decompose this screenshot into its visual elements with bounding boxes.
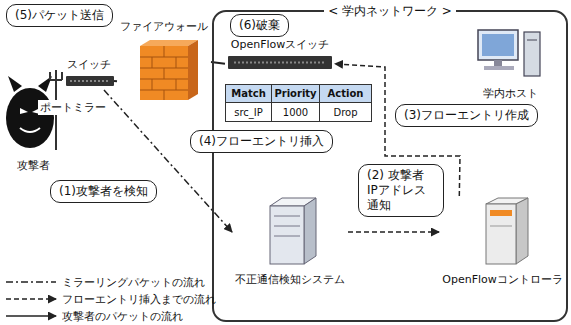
table-cell: 1000 [271, 102, 320, 122]
switch-device [66, 76, 114, 86]
node-label: 不正通信検知システム [234, 273, 346, 286]
node-label: スイッチ [66, 58, 112, 71]
legend-text: ミラーリングパケットの流れ [62, 275, 205, 289]
callout-bubble: (6)破棄 [230, 14, 289, 37]
callout-text: (2) 攻撃者 IPアドレス通知 [367, 168, 426, 212]
port-mirror-label: ポートミラー [38, 100, 108, 115]
callout-text: (4)フローエントリ挿入 [199, 134, 324, 148]
legend-sample [6, 281, 56, 283]
pc-icon [478, 30, 540, 76]
device-node: 攻撃者 [2, 72, 64, 172]
controller-icon [486, 198, 528, 264]
device-node: スイッチ [64, 58, 114, 90]
legend-sample [6, 315, 56, 317]
device-node: ファイアウォール [117, 20, 211, 104]
node-label: 攻撃者 [16, 159, 51, 172]
node-label: OpenFlowコントローラ [441, 273, 564, 286]
connector [114, 80, 117, 82]
device-node: 学内ホスト [468, 26, 552, 100]
legend-text: 攻撃者のパケットの流れ [62, 309, 183, 323]
legend-sample [6, 298, 56, 300]
legend-text: フローエントリ挿入までの流れ [62, 292, 216, 306]
callout-text: (6)破棄 [239, 18, 280, 32]
callout-bubble: (3)フローエントリ作成 [395, 104, 538, 127]
device-node: OpenFlowコントローラ [439, 196, 566, 286]
callout-text: (5)パケット送信 [15, 8, 104, 22]
node-label: ファイアウォール [119, 20, 209, 33]
callout-bubble: (4)フローエントリ挿入 [190, 130, 333, 153]
callout-text: (1)攻撃者を検知 [59, 184, 148, 198]
connector [348, 231, 439, 233]
region-title: < 学内ネットワーク > [324, 4, 456, 18]
table-header-cell: Action [319, 84, 372, 103]
openflow-switch-device [228, 56, 332, 69]
device-node: OpenFlowスイッチ [225, 38, 335, 72]
network-region: < 学内ネットワーク >(6)破棄OpenFlowスイッチ学内ホスト(3)フロー… [212, 10, 568, 322]
table-cell: src_IP [225, 102, 272, 122]
callout-bubble: (1)攻撃者を検知 [50, 180, 157, 203]
table-header-cell: Match [225, 84, 272, 103]
callout-bubble: (5)パケット送信 [6, 4, 113, 27]
firewall-icon [140, 40, 198, 100]
server-icon [270, 198, 316, 264]
node-label: OpenFlowスイッチ [230, 38, 331, 51]
callout-text: (3)フローエントリ作成 [404, 108, 529, 122]
table-header-cell: Priority [271, 84, 320, 103]
node-label: 学内ホスト [482, 87, 539, 100]
table-cell: Drop [319, 102, 372, 122]
callout-bubble: (2) 攻撃者 IPアドレス通知 [358, 164, 444, 217]
device-node: 不正通信検知システム [232, 196, 348, 286]
